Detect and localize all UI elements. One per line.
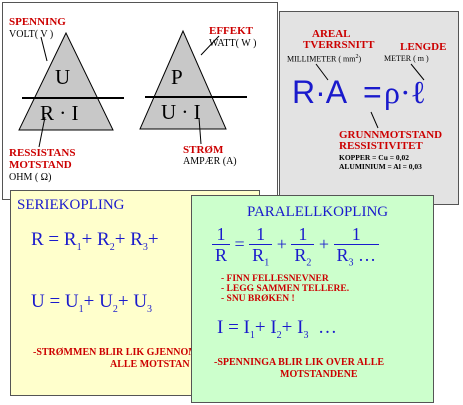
effekt-label: EFFEKT: [209, 25, 254, 37]
formula-left: R·A: [292, 74, 348, 110]
formula-right: ρ·ℓ: [384, 74, 426, 110]
parallel-note-1: -SPENNINGA BLIR LIK OVER ALLE: [214, 357, 385, 368]
serie-note-1: -STRØMMEN BLIR LIK GJENNOM: [33, 347, 198, 358]
formula-eq: =: [363, 74, 382, 110]
ampere-label: AMPÆR (A): [183, 156, 237, 167]
spenning-label: SPENNING: [9, 16, 66, 28]
left-triangle: [18, 31, 114, 131]
parallel-step-3: - SNU BRØKEN !: [221, 294, 295, 304]
paralellkopling-title: PARALELLKOPLING: [247, 204, 389, 220]
areal-label: AREAL: [312, 28, 351, 40]
left-pointer-bottom: [38, 116, 46, 148]
kopper-value: KOPPER = Cu = 0,02: [339, 153, 410, 162]
lengde-pointer: [410, 63, 425, 81]
triangle-diagrams: [18, 29, 247, 148]
areal-pointer: [315, 63, 329, 81]
left-triangle-bottom: R · I: [40, 101, 79, 125]
strom-label: STRØM: [183, 144, 224, 156]
watt-label: WATT( W ): [209, 38, 257, 49]
parallel-step-1: - FINN FELLESNEVNER: [221, 274, 329, 284]
grunnmotstand-label: GRUNNMOTSTAND: [339, 129, 443, 141]
areal-unit: MILLIMETER ( mm2): [287, 54, 362, 64]
lengde-unit: METER ( m ): [384, 54, 429, 63]
left-triangle-top: U: [55, 65, 71, 89]
parallel-note-2: MOTSTANDENE: [280, 369, 358, 380]
right-pointer-bottom: [198, 117, 202, 145]
serie-note-2: ALLE MOTSTAN: [110, 359, 190, 370]
right-triangle-bottom: U · I: [161, 100, 201, 124]
lengde-label: LENGDE: [400, 41, 447, 53]
tverrsnitt-label: TVERRSNITT: [303, 39, 375, 51]
motstand-label: MOTSTAND: [9, 159, 72, 171]
volt-label: VOLT( V ): [9, 29, 54, 40]
parallel-i-formula: I = I1+ I2+ I3 …: [217, 317, 337, 341]
serie-r-formula: R = R1+ R2+ R3+: [31, 229, 159, 253]
ohm-triangles-card: SPENNING VOLT( V ) U R · I RESSISTANS MO…: [2, 2, 278, 200]
ohm-label: OHM ( Ω): [9, 172, 52, 183]
right-triangle: [139, 29, 227, 130]
serie-u-formula: U = U1+ U2+ U3: [31, 291, 153, 315]
ressistans-label: RESSISTANS: [9, 147, 76, 159]
ressistivitet-label: RESSISTIVITET: [339, 140, 423, 152]
grunn-pointer: [370, 111, 379, 129]
pointer-lines: [315, 63, 425, 129]
seriekopling-title: SERIEKOPLING: [17, 197, 125, 213]
left-pointer-top: [40, 36, 48, 62]
right-triangle-top: P: [171, 65, 183, 89]
parallel-step-2: - LEGG SAMMEN TELLERE.: [221, 284, 350, 294]
right-pointer-top: [200, 35, 220, 56]
resistivity-card: AREAL TVERRSNITT MILLIMETER ( mm2) LENGD…: [279, 11, 459, 205]
aluminium-value: ALUMINIUM = Al = 0,03: [339, 162, 422, 171]
